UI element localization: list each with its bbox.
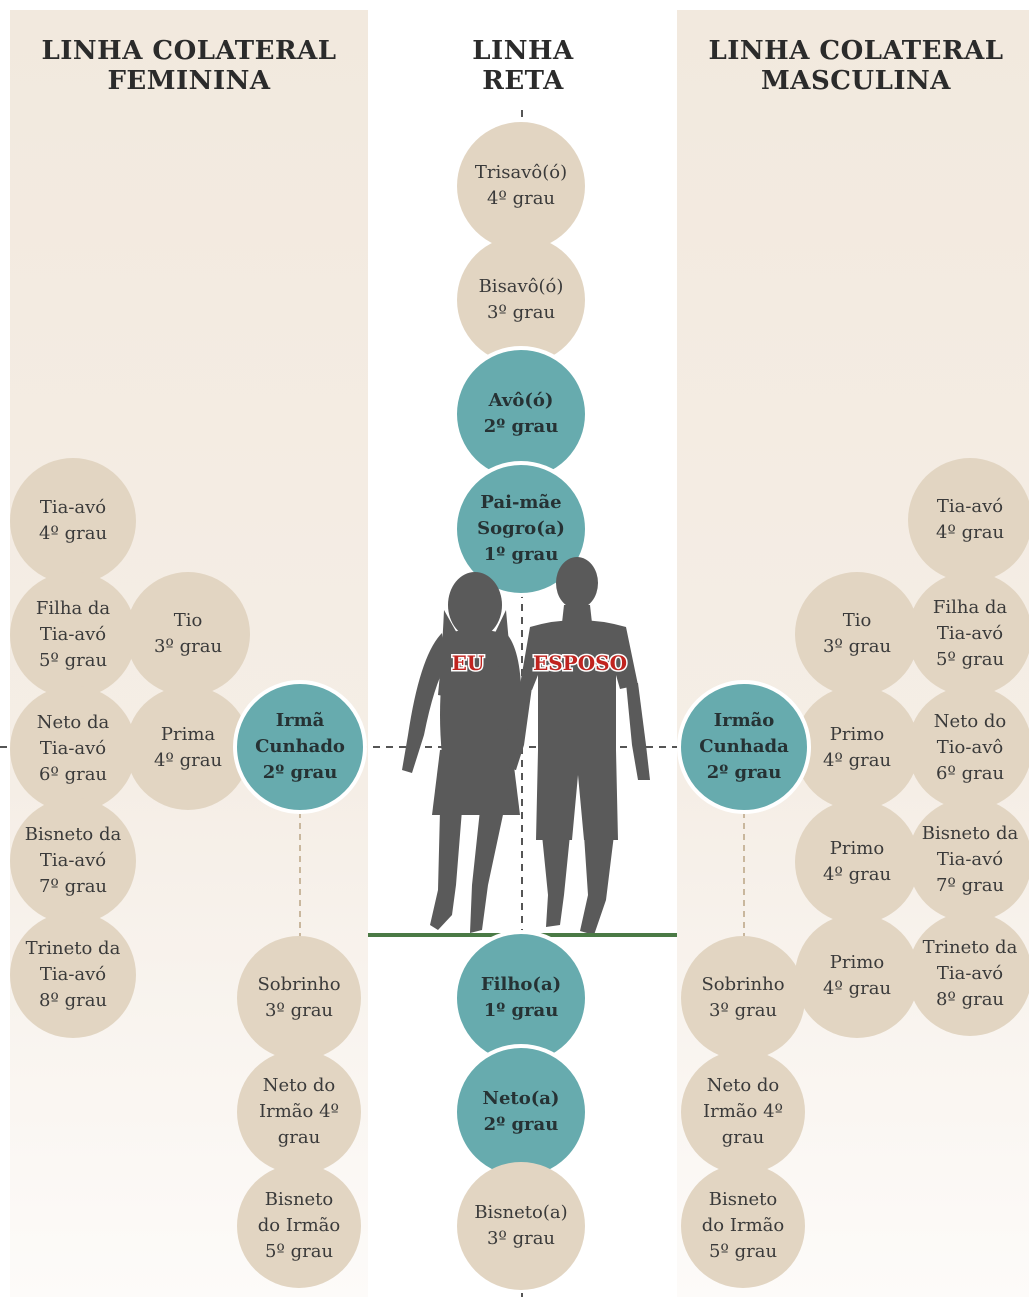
node-trisavo: Trisavô(ó)4º grau (457, 122, 585, 250)
couple-silhouette: EU ESPOSO (402, 557, 650, 935)
label-eu: EU (452, 651, 485, 675)
node-avo: Avô(ó)2º grau (453, 346, 589, 482)
node-neto: Neto(a)2º grau (453, 1044, 589, 1180)
woman-silhouette (402, 572, 522, 933)
heading-right: LINHA COLATERAL MASCULINA (708, 36, 1004, 96)
node-bisneto: Bisneto(a)3º grau (457, 1162, 585, 1290)
heading-center: LINHA RETA (472, 36, 574, 96)
heading-left: LINHA COLATERAL FEMININA (41, 36, 337, 96)
node-filho: Filho(a)1º grau (453, 930, 589, 1066)
node-bisavo: Bisavô(ó)3º grau (457, 236, 585, 364)
label-esposo: ESPOSO (533, 651, 627, 675)
man-silhouette (508, 557, 650, 935)
